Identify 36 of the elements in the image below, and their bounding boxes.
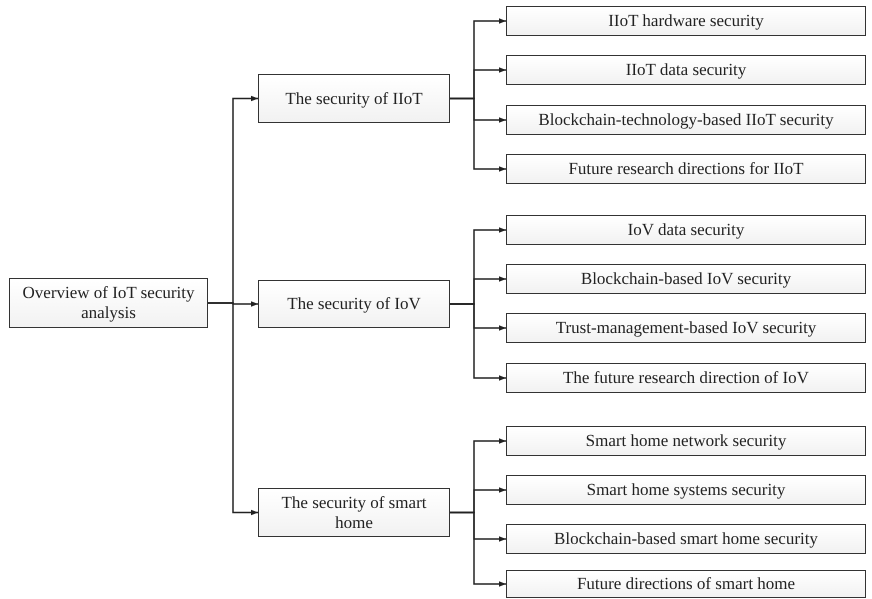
topic-box — [506, 55, 866, 85]
arrow — [208, 302, 258, 516]
topic-label: Overview of IoT security analysis — [22, 283, 196, 323]
topic-label: Trust-management-based IoV security — [556, 318, 816, 338]
topic-label: IIoT hardware security — [608, 11, 764, 31]
topic-label: Blockchain-based smart home security — [554, 529, 818, 549]
topic-label: The security of smart home — [280, 492, 428, 532]
topic-box — [9, 278, 208, 328]
arrow — [450, 303, 506, 381]
topic-label: Future directions of smart home — [576, 574, 796, 594]
topic-box — [506, 313, 866, 343]
topic-box — [506, 570, 866, 598]
topic-label: Blockchain-technology-based IIoT security — [538, 110, 834, 130]
topic-box — [258, 488, 450, 537]
topic-label: Smart home systems security — [586, 480, 786, 500]
topic-label: The future research direction of IoV — [563, 368, 809, 388]
topic-box — [506, 524, 866, 554]
topic-box — [506, 105, 866, 135]
topic-box — [506, 264, 866, 294]
topic-label: The security of IIoT — [285, 88, 423, 108]
topic-box — [258, 280, 450, 328]
arrow — [450, 512, 506, 587]
topic-label: Future research directions for IIoT — [568, 159, 804, 179]
topic-box — [506, 154, 866, 184]
arrow — [450, 98, 506, 172]
topic-label: IIoT data security — [626, 60, 746, 80]
topic-box — [506, 6, 866, 36]
topic-label: IoV data security — [628, 220, 744, 240]
topic-box — [506, 426, 866, 456]
topic-box — [506, 363, 866, 393]
topic-label: Blockchain-based IoV security — [580, 269, 792, 289]
topic-label: Smart home network security — [586, 431, 786, 451]
topic-box — [506, 215, 866, 245]
topic-box — [258, 74, 450, 123]
topic-box — [506, 475, 866, 505]
topic-label: The security of IoV — [287, 294, 421, 314]
